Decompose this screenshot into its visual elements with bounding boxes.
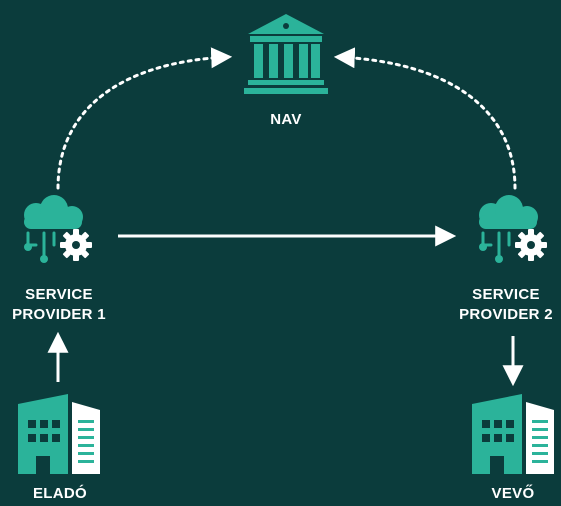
dashed-arrow-provider1-to-nav xyxy=(56,47,233,190)
provider2-label-line1: SERVICE xyxy=(472,286,540,303)
provider2-label-line2: PROVIDER 2 xyxy=(459,306,553,323)
provider2-label: SERVICE PROVIDER 2 xyxy=(451,285,561,325)
cloud-gear-icon xyxy=(24,195,92,263)
nav-label: NAV xyxy=(270,111,302,128)
office-building-icon xyxy=(472,394,554,474)
provider1-label: SERVICE PROVIDER 1 xyxy=(0,285,118,325)
office-building-icon xyxy=(18,394,100,474)
dashed-arrow-provider2-to-nav xyxy=(333,47,517,190)
bank-icon xyxy=(244,14,328,94)
buyer-label: VEVŐ xyxy=(491,485,535,502)
cloud-gear-icon xyxy=(479,195,547,263)
provider1-label-line2: PROVIDER 1 xyxy=(12,306,106,323)
provider1-label-line1: SERVICE xyxy=(25,286,93,303)
seller-label: ELADÓ xyxy=(33,485,87,502)
